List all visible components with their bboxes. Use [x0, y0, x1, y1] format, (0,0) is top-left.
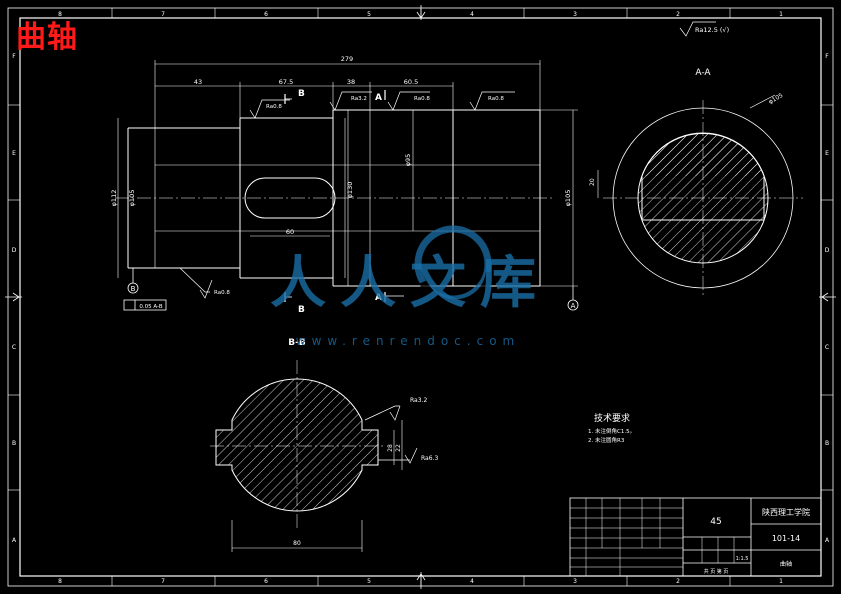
border-letter: C — [12, 344, 16, 351]
tb-drawing-no: 101-14 — [772, 534, 800, 543]
border-letter: F — [12, 53, 16, 60]
dim-dia-left-inner: φ105 — [128, 190, 136, 207]
main-dimension-texts: 279 43 67.5 38 60.5 60 φ112 φ105 φ130 φ9… — [110, 55, 572, 236]
bb-section-view — [210, 360, 418, 552]
tolerance-frame: 0.05 A-B — [139, 304, 162, 310]
border-letter: E — [12, 150, 16, 157]
border-number: 8 — [58, 11, 62, 18]
dim-dia-right-inner: φ95 — [404, 154, 412, 167]
bb-dim-width: 80 — [293, 540, 301, 547]
dim-dia-right: φ105 — [564, 190, 572, 207]
roughness-r3: Ra0.8 — [414, 96, 430, 102]
border-letter: F — [825, 53, 829, 60]
datum-labels: B A 0.05 A-B — [131, 285, 576, 310]
aa-dim-key: 20 — [589, 178, 596, 186]
border-number: 4 — [470, 578, 474, 585]
border-letter: A — [12, 537, 17, 544]
dim-keyway-len: 60 — [286, 228, 294, 236]
border-letter: B — [12, 440, 16, 447]
border-number: 1 — [779, 11, 783, 18]
roughness-r5: Ra0.8 — [214, 290, 230, 296]
tb-sheet: 共 页 第 页 — [704, 568, 729, 575]
tech-req-item-2: 2. 未注圆角R3 — [588, 436, 625, 444]
roughness-symbols — [179, 91, 515, 299]
bb-labels: 80 28 22 Ra3.2 Ra6.3 — [293, 397, 438, 547]
roughness-labels: Ra0.8 Ra3.2 Ra0.8 Ra0.8 Ra0.8 — [214, 96, 504, 296]
border-number: 7 — [161, 11, 165, 18]
dim-total-length: 279 — [341, 55, 353, 63]
dim-d4: 60.5 — [404, 78, 418, 86]
border-number: 1 — [779, 578, 783, 585]
watermark-logo — [414, 225, 494, 308]
frame-center-marks — [5, 5, 836, 589]
section-cut-marks — [284, 90, 404, 302]
section-mark-a-bot: A — [375, 293, 382, 303]
border-number: 4 — [470, 11, 474, 18]
bb-dim-key2: 22 — [395, 444, 402, 452]
title-block — [569, 497, 822, 577]
roughness-bb2: Ra6.3 — [421, 455, 438, 462]
tb-material: 45 — [710, 517, 721, 527]
roughness-r1: Ra0.8 — [266, 104, 282, 110]
border-number: 5 — [367, 578, 371, 585]
border-number: 8 — [58, 578, 62, 585]
datum-symbols — [123, 268, 579, 311]
dim-d1: 43 — [194, 78, 202, 86]
border-number: 2 — [676, 11, 680, 18]
border-letter: E — [825, 150, 829, 157]
roughness-r4: Ra0.8 — [488, 96, 504, 102]
section-mark-a-top: A — [375, 93, 382, 103]
border-letter: C — [825, 344, 829, 351]
section-title-aa: A-A — [695, 68, 711, 78]
border-number: 3 — [573, 578, 577, 585]
border-letter: D — [825, 247, 830, 254]
border-letter: B — [825, 440, 829, 447]
border-letter: D — [12, 247, 17, 254]
section-mark-b-bot: B — [298, 305, 305, 315]
border-number: 5 — [367, 11, 371, 18]
dim-d3: 38 — [347, 78, 355, 86]
dim-d2: 67.5 — [279, 78, 293, 86]
tech-req-item-1: 1. 未注倒角C1.5。 — [588, 427, 635, 435]
watermark-text: 人人文库 — [270, 251, 550, 316]
border-number: 6 — [264, 578, 268, 585]
border-number: 6 — [264, 11, 268, 18]
tb-scale: 1:1.5 — [736, 556, 749, 562]
tb-school: 陕西理工学院 — [762, 507, 810, 517]
tech-req-title: 技术要求 — [594, 412, 630, 424]
datum-right: A — [571, 302, 576, 310]
overall-roughness: Ra12.5 (√) — [695, 26, 729, 34]
page-title: 曲轴 — [16, 20, 78, 55]
section-mark-b-top: B — [298, 89, 305, 99]
section-mark-labels: B B A A — [298, 89, 382, 315]
border-number: 7 — [161, 578, 165, 585]
tb-part-name: 曲轴 — [780, 560, 792, 568]
overall-roughness-mark — [679, 21, 716, 37]
dim-dia-center: φ130 — [346, 182, 354, 199]
bb-dim-key: 28 — [387, 444, 394, 452]
roughness-r2: Ra3.2 — [351, 96, 367, 102]
dimension-lines — [117, 60, 578, 287]
aa-section-view — [597, 94, 803, 296]
border-number: 3 — [573, 11, 577, 18]
aa-dim-dia: φ105 — [768, 92, 785, 106]
dim-dia-left-outer: φ112 — [110, 190, 118, 207]
roughness-bb1: Ra3.2 — [410, 397, 427, 404]
border-number: 2 — [676, 578, 680, 585]
datum-left: B — [131, 285, 136, 293]
watermark-url: www.renrendoc.com — [296, 334, 520, 348]
border-letter: A — [825, 537, 830, 544]
title-block-text: 45 陕西理工学院 101-14 曲轴 1:1.5 共 页 第 页 — [704, 507, 810, 575]
section-title-bb: B-B — [288, 338, 306, 348]
